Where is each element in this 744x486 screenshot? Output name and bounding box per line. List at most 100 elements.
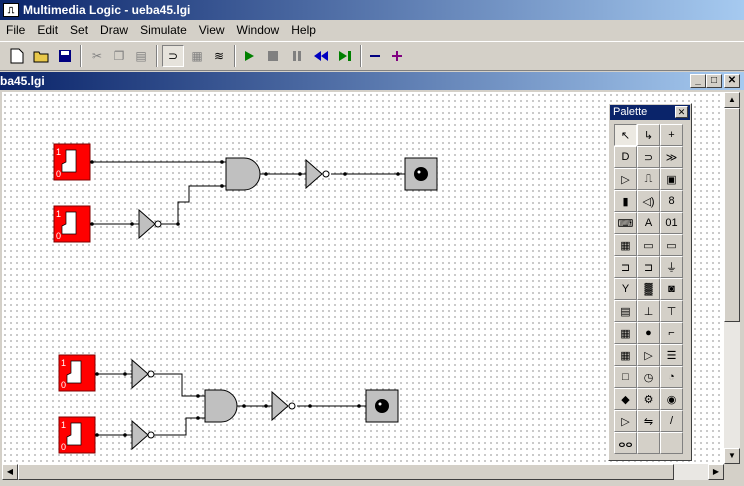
- palette-tool-clock[interactable]: ⎍: [637, 168, 660, 190]
- display-icon: ▭: [643, 239, 654, 252]
- draw-mode-button[interactable]: ⊃: [162, 45, 184, 67]
- palette-tool-out-connector[interactable]: ⊐: [637, 256, 660, 278]
- menu-set[interactable]: Set: [70, 23, 89, 37]
- table-button[interactable]: ▦: [186, 45, 208, 67]
- palette-tool-flipflop[interactable]: ⌐: [660, 322, 683, 344]
- zoom-out-button[interactable]: [364, 45, 386, 67]
- palette-tool-bitmap[interactable]: ◙: [660, 278, 683, 300]
- palette-tool-grid[interactable]: ▦: [614, 234, 637, 256]
- open-file-button[interactable]: [30, 45, 52, 67]
- palette-tool-splitter[interactable]: ⇋: [637, 410, 660, 432]
- palette-tool-and-gate[interactable]: D: [614, 146, 637, 168]
- stop-button[interactable]: [262, 45, 284, 67]
- palette-tool-counter[interactable]: 01: [660, 212, 683, 234]
- not-gate-1[interactable]: [138, 208, 162, 240]
- graph-button[interactable]: ≋: [208, 45, 230, 67]
- palette-tool-xor-gate[interactable]: ≫: [660, 146, 683, 168]
- new-file-button[interactable]: [6, 45, 28, 67]
- menu-help[interactable]: Help: [291, 23, 316, 37]
- palette-tool-in-connector[interactable]: ⊐: [614, 256, 637, 278]
- switch-2[interactable]: 1 0: [53, 205, 91, 243]
- and-gate-1[interactable]: [225, 157, 261, 191]
- save-disk-icon: [59, 50, 71, 62]
- arrow-small-icon: ▷: [621, 415, 630, 428]
- palette-tool-speaker[interactable]: ◁): [637, 190, 660, 212]
- palette-tool-machine[interactable]: ⚙: [637, 388, 660, 410]
- palette-tool-led[interactable]: ▣: [660, 168, 683, 190]
- palette-tool-text[interactable]: A: [637, 212, 660, 234]
- not-gate-4[interactable]: [131, 419, 155, 451]
- palette-tool-pin-down[interactable]: ⊥: [637, 300, 660, 322]
- palette-tool-bus[interactable]: ▭: [660, 234, 683, 256]
- palette-tool-wire-join[interactable]: +: [660, 124, 683, 146]
- menu-simulate[interactable]: Simulate: [140, 23, 187, 37]
- palette-tool-robot[interactable]: ◉: [660, 388, 683, 410]
- step-back-button[interactable]: [310, 45, 332, 67]
- palette-tool-funnel[interactable]: Y: [614, 278, 637, 300]
- scroll-up-button[interactable]: ▲: [724, 92, 740, 108]
- palette-tool-display[interactable]: ▭: [637, 234, 660, 256]
- palette-tool-arrow-small[interactable]: ▷: [614, 410, 637, 432]
- toolbar-separator: [360, 45, 362, 67]
- led-2[interactable]: [365, 389, 399, 423]
- palette-tool-stopwatch[interactable]: ◔: [660, 366, 683, 388]
- run-button[interactable]: [238, 45, 260, 67]
- palette-tool-pencil[interactable]: /: [660, 410, 683, 432]
- scroll-right-button[interactable]: ▶: [708, 464, 724, 480]
- palette-tool-empty2: [660, 432, 683, 454]
- toolbar-separator: [80, 45, 82, 67]
- copy-button[interactable]: ❐: [108, 45, 130, 67]
- palette-tool-wire-bend[interactable]: ↳: [637, 124, 660, 146]
- palette-tool-switch[interactable]: ▮: [614, 190, 637, 212]
- step-forward-button[interactable]: [334, 45, 356, 67]
- palette-tool-or-gate[interactable]: ⊃: [637, 146, 660, 168]
- menu-view[interactable]: View: [198, 23, 225, 37]
- palette-tool-ground[interactable]: ⏚: [660, 256, 683, 278]
- horizontal-scroll-thumb[interactable]: [18, 464, 674, 480]
- and-gate-2[interactable]: [204, 389, 238, 423]
- zoom-in-button[interactable]: [386, 45, 408, 67]
- palette-tool-device[interactable]: ▤: [614, 300, 637, 322]
- menu-file[interactable]: File: [6, 23, 26, 37]
- palette-tool-barrel[interactable]: ☰: [660, 344, 683, 366]
- menu-edit[interactable]: Edit: [37, 23, 59, 37]
- palette-tool-select[interactable]: ↖: [614, 124, 637, 146]
- palette-tool-mux[interactable]: ▷: [637, 344, 660, 366]
- palette-tool-timer[interactable]: ◷: [637, 366, 660, 388]
- palette-tool-yellow-chip[interactable]: ◆: [614, 388, 637, 410]
- not-gate-5[interactable]: [271, 390, 296, 422]
- vertical-scroll-thumb[interactable]: [724, 108, 740, 322]
- palette-tool-film[interactable]: ▓: [637, 278, 660, 300]
- maximize-button[interactable]: □: [706, 74, 722, 88]
- minimize-button[interactable]: _: [690, 74, 706, 88]
- paste-button[interactable]: ▤: [130, 45, 152, 67]
- palette-tool-seven-seg[interactable]: 8: [660, 190, 683, 212]
- save-button[interactable]: [54, 45, 76, 67]
- palette-close-button[interactable]: ✕: [675, 106, 688, 118]
- horizontal-scrollbar[interactable]: ◀ ▶: [2, 464, 724, 480]
- menu-window[interactable]: Window: [236, 23, 280, 37]
- palette-tool-chip2[interactable]: ▦: [614, 344, 637, 366]
- switch-1[interactable]: 1 0: [53, 143, 91, 181]
- palette-tool-chip[interactable]: ▦: [614, 322, 637, 344]
- pause-button[interactable]: [286, 45, 308, 67]
- scroll-down-button[interactable]: ▼: [724, 448, 740, 464]
- switch-4[interactable]: 1 0: [58, 416, 96, 454]
- scroll-left-button[interactable]: ◀: [2, 464, 18, 480]
- palette-tool-keyboard[interactable]: ⌨: [614, 212, 637, 234]
- palette-tool-red-ball[interactable]: ●: [637, 322, 660, 344]
- switch-3[interactable]: 1 0: [58, 354, 96, 392]
- vertical-scrollbar[interactable]: ▲ ▼: [724, 92, 740, 464]
- led-1[interactable]: [404, 157, 438, 191]
- menu-draw[interactable]: Draw: [100, 23, 129, 37]
- close-button[interactable]: ✕: [724, 74, 740, 88]
- cut-button[interactable]: ✂: [86, 45, 108, 67]
- not-gate-2[interactable]: [305, 158, 330, 190]
- palette-tool-bicycle[interactable]: ⴰⴰ: [614, 432, 637, 454]
- palette-tool-pin-up[interactable]: ⊤: [660, 300, 683, 322]
- circuit-canvas[interactable]: 1 0 1 0: [2, 92, 724, 464]
- palette-tool-not-gate[interactable]: ▷: [614, 168, 637, 190]
- circuit-diagram: 1 0 1 0: [53, 143, 438, 454]
- not-gate-3[interactable]: [131, 358, 155, 390]
- palette-tool-cube[interactable]: □: [614, 366, 637, 388]
